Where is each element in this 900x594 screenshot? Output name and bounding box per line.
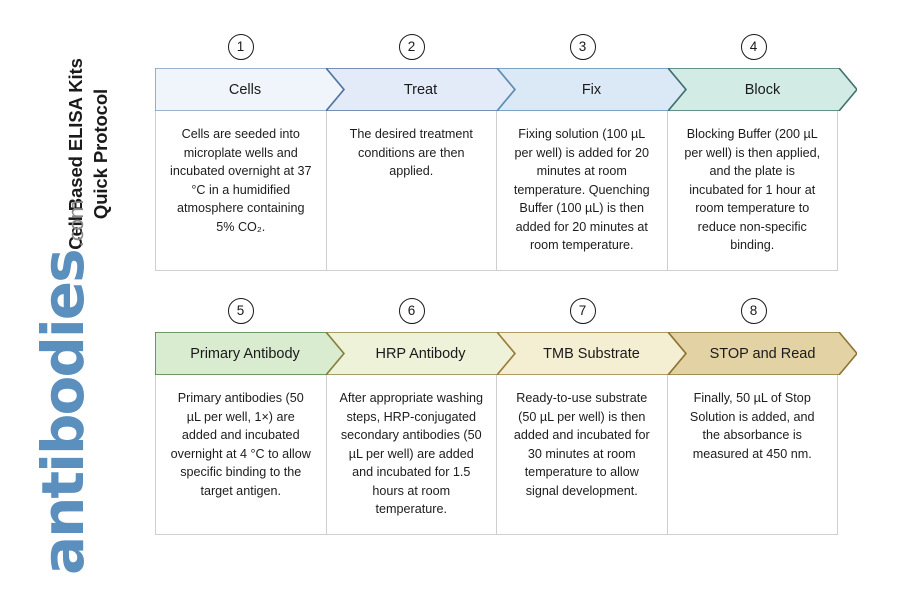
step-label-2: Treat bbox=[403, 81, 438, 98]
step-description-text-7: Ready-to-use substrate (50 µL per well) … bbox=[513, 391, 650, 498]
chevron-shape-icon bbox=[326, 332, 515, 375]
step-label-7: TMB Substrate bbox=[543, 345, 640, 362]
step-badge-8: 8 bbox=[740, 298, 767, 324]
step-label-3: Fix bbox=[581, 81, 602, 98]
chevron-shape-icon bbox=[668, 68, 857, 111]
protocol-title-line-2: Quick Protocol bbox=[90, 88, 111, 220]
chevron-shape-icon bbox=[668, 332, 857, 375]
step-description-cell-8: Finally, 50 µL of Stop Solution is added… bbox=[668, 375, 838, 534]
step-description-grid: Cells are seeded into microplate wells a… bbox=[155, 111, 838, 271]
step-description-cell-6: After appropriate washing steps, HRP-con… bbox=[327, 375, 497, 534]
step-badge-4: 4 bbox=[740, 34, 767, 60]
step-badge-3: 3 bbox=[569, 34, 596, 60]
step-number-badges: 1 2 3 4 bbox=[155, 34, 845, 68]
chevron-shape-icon bbox=[326, 68, 515, 111]
step-chevron-band: Cells Treat Fix Block bbox=[155, 68, 857, 111]
brand-name: antibodies bbox=[29, 250, 97, 575]
step-description-text-6: After appropriate washing steps, HRP-con… bbox=[339, 391, 484, 516]
step-badge-7: 7 bbox=[569, 298, 596, 324]
step-chevron-4[interactable]: Block bbox=[668, 68, 857, 111]
step-description-text-1: Cells are seeded into microplate wells a… bbox=[170, 127, 312, 234]
step-description-text-5: Primary antibodies (50 µL per well, 1×) … bbox=[170, 391, 311, 498]
step-description-grid: Primary antibodies (50 µL per well, 1×) … bbox=[155, 375, 838, 535]
step-badge-6: 6 bbox=[398, 298, 425, 324]
step-description-cell-7: Ready-to-use substrate (50 µL per well) … bbox=[497, 375, 668, 534]
step-label-6: HRP Antibody bbox=[375, 345, 466, 362]
step-chevron-8[interactable]: STOP and Read bbox=[668, 332, 857, 375]
step-label-1: Cells bbox=[228, 81, 262, 98]
step-description-cell-4: Blocking Buffer (200 µL per well) is the… bbox=[668, 111, 838, 270]
step-chevron-2[interactable]: Treat bbox=[326, 68, 515, 111]
step-badge-5: 5 bbox=[227, 298, 254, 324]
step-description-text-3: Fixing solution (100 µL per well) is add… bbox=[513, 127, 650, 252]
step-chevron-3[interactable]: Fix bbox=[497, 68, 686, 111]
step-description-cell-2: The desired treatment conditions are the… bbox=[327, 111, 497, 270]
step-number-badges: 5 6 7 8 bbox=[155, 298, 845, 332]
step-description-cell-1: Cells are seeded into microplate wells a… bbox=[156, 111, 327, 270]
step-description-text-4: Blocking Buffer (200 µL per well) is the… bbox=[684, 127, 821, 252]
step-label-5: Primary Antibody bbox=[190, 345, 300, 362]
brand-logo: antibodies .com bbox=[29, 200, 112, 575]
chevron-shape-icon bbox=[497, 68, 686, 111]
step-chevron-6[interactable]: HRP Antibody bbox=[326, 332, 515, 375]
chevron-shape-icon bbox=[497, 332, 686, 375]
step-description-cell-5: Primary antibodies (50 µL per well, 1×) … bbox=[156, 375, 327, 534]
step-chevron-band: Primary Antibody HRP Antibody TMB Substrat… bbox=[155, 332, 857, 375]
step-description-text-2: The desired treatment conditions are the… bbox=[349, 127, 473, 178]
step-description-text-8: Finally, 50 µL of Stop Solution is added… bbox=[689, 391, 815, 461]
step-badge-2: 2 bbox=[398, 34, 425, 60]
brand-tld: .com bbox=[64, 199, 88, 248]
step-label-4: Block bbox=[744, 81, 781, 98]
step-label-8: STOP and Read bbox=[709, 345, 816, 362]
step-chevron-5[interactable]: Primary Antibody bbox=[155, 332, 344, 375]
step-chevron-7[interactable]: TMB Substrate bbox=[497, 332, 686, 375]
step-badge-1: 1 bbox=[227, 34, 254, 60]
step-description-cell-3: Fixing solution (100 µL per well) is add… bbox=[497, 111, 668, 270]
step-chevron-1[interactable]: Cells bbox=[155, 68, 344, 111]
